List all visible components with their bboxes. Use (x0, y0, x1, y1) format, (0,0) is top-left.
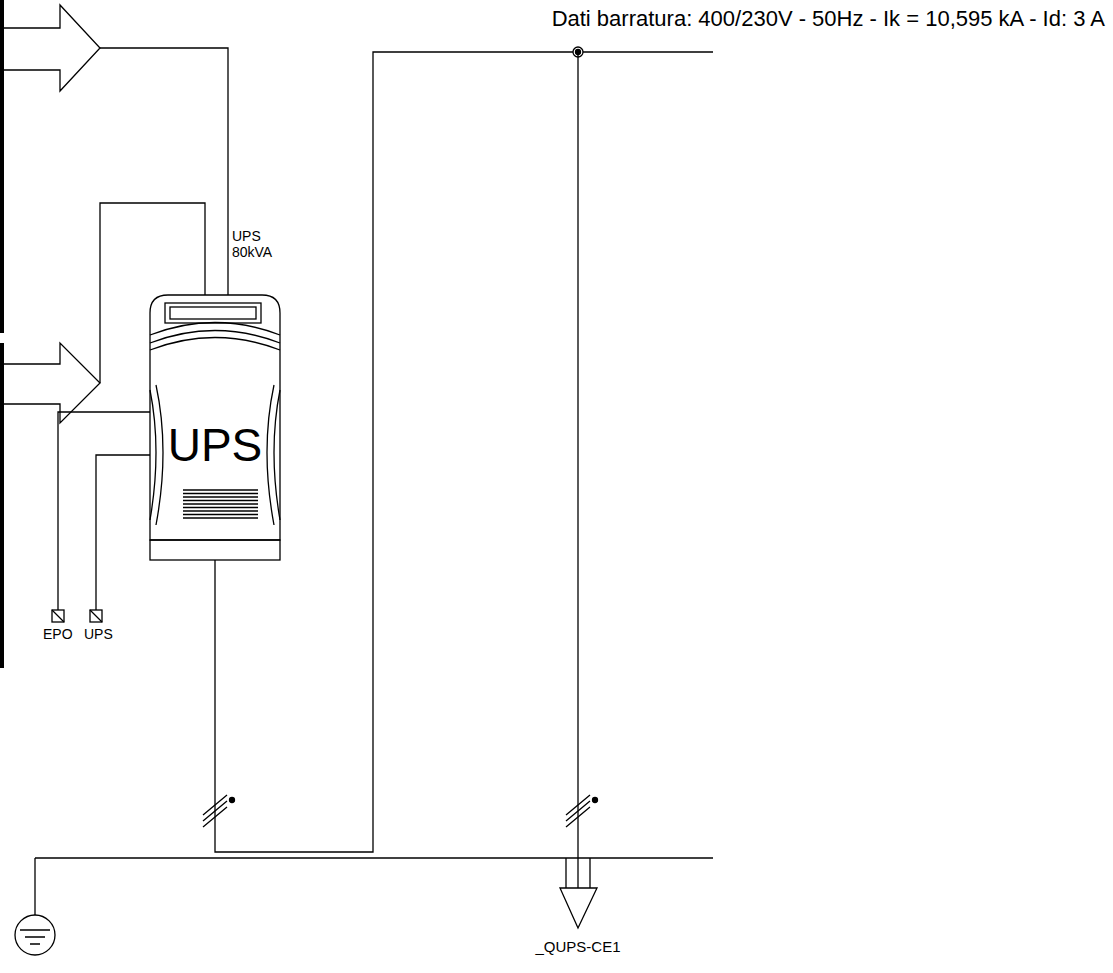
ups-display (170, 307, 256, 319)
ups-side (267, 385, 274, 525)
conductor-ticks (593, 798, 598, 803)
conductor-ticks (203, 795, 227, 827)
ups-band (150, 338, 280, 351)
ups-rating: UPS 80kVA (232, 228, 284, 260)
conductor-ticks (230, 798, 235, 803)
ups-box: UPS (152, 405, 278, 485)
feeder-wire (577, 52, 578, 888)
ups-display (165, 303, 261, 323)
source-arrow (4, 343, 100, 423)
ups-label: UPS (168, 419, 263, 472)
terminal (90, 610, 102, 622)
output-wire (215, 52, 713, 852)
grille-line (183, 500, 258, 501)
ups-side (274, 390, 280, 520)
earth-symbol (20, 930, 50, 944)
grille-line (183, 489, 258, 490)
grille-line (183, 507, 258, 508)
grille-line (183, 514, 258, 515)
ups-side (150, 390, 156, 520)
input-wire (100, 48, 228, 297)
terminal (90, 610, 102, 622)
ups-band (150, 323, 280, 336)
grille-line (183, 510, 258, 511)
terminal (52, 610, 64, 622)
conductor-ticks (566, 795, 590, 827)
ups-grille (183, 490, 258, 518)
earth-symbol (15, 915, 55, 955)
outgoing-arrow (560, 888, 597, 928)
earth-bus (35, 857, 713, 858)
terminal (52, 610, 64, 622)
source-arrow (4, 5, 100, 91)
grille-line (183, 496, 258, 497)
ups-band (150, 331, 280, 344)
source-bar (0, 0, 4, 333)
grille-line (183, 503, 258, 504)
outgoing-arrow (566, 858, 590, 888)
grille-line (183, 517, 258, 518)
epo-wire (96, 455, 152, 610)
ups-housing (150, 295, 280, 540)
grille-line (183, 493, 258, 494)
source-bar (0, 343, 4, 668)
terminal-name: UPS (84, 626, 113, 642)
earth-wire (34, 858, 35, 915)
ups-side (156, 385, 163, 525)
epo-wire (58, 412, 152, 610)
terminal-name: EPO (43, 626, 73, 642)
feeder-name: _QUPS-CE1 (535, 938, 620, 955)
ups-base (150, 540, 280, 560)
busbar-data: Dati barratura: 400/230V - 50Hz - Ik = 1… (552, 6, 1105, 31)
